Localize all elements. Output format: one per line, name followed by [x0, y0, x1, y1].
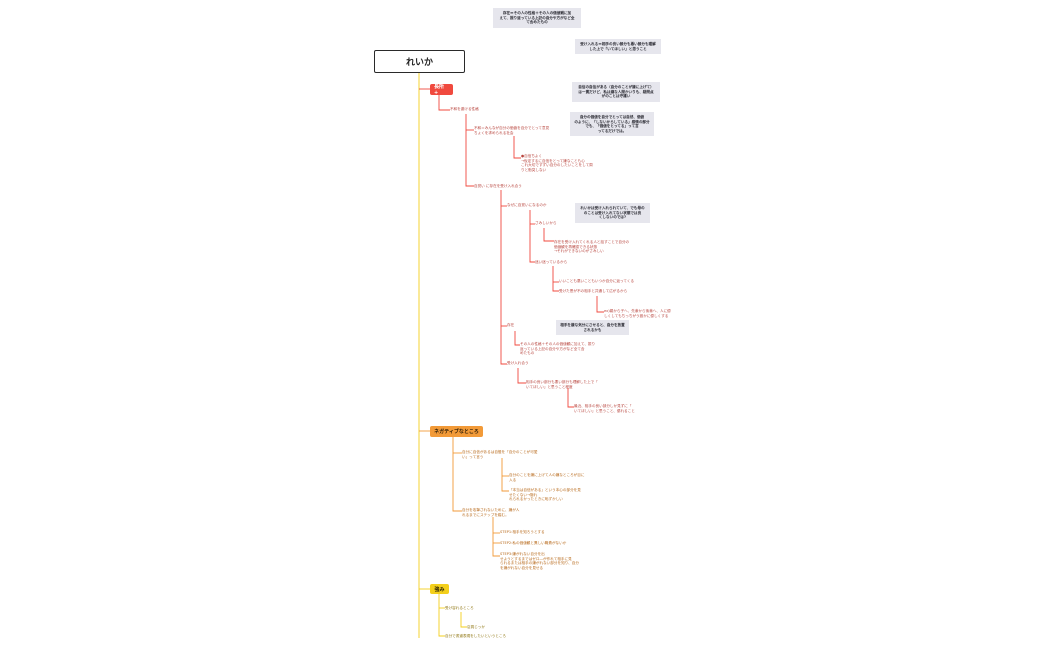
topic-node[interactable]: ●自信ちよく →仮定するに自信をとって嫌なことも心 これ大切ですずい自分のしたい… [521, 154, 593, 172]
branch-strong-points[interactable]: 強み [430, 584, 449, 594]
topic-node[interactable]: 不和＝みんなが自分の価値を自分でとって意見 ちょくを求められる社会 [474, 126, 550, 135]
topic-node[interactable]: STEP2:私の価値観と異しい職責がないか [500, 541, 567, 545]
topic-node[interactable]: 迷い迷っているから [535, 260, 568, 264]
topic-node[interactable]: 存在 [507, 323, 515, 327]
note-uncomfortable: 相手を嫌な気分にさせると、自分を放置 されるかも [556, 320, 629, 336]
topic-node[interactable]: STEP1:相手を知ろうとする [500, 530, 545, 534]
topic-node[interactable]: 店員じっか [467, 625, 485, 629]
topic-node[interactable]: 自分で書道表現をしたいというところ [445, 634, 507, 638]
branch-strengths[interactable]: 長所 + [430, 84, 453, 96]
note-confidence: 自信の自信がある（自分のことが嫌に上げて） は一貫だけど、私は嫌な人間かいりも、… [572, 82, 660, 102]
topic-node[interactable]: ex)親から子へ、先輩から後輩へ、人に優 しくしてもちっちがう誰かに優しくする [604, 309, 671, 318]
branch-negative[interactable]: ネガティブなところ [430, 426, 483, 437]
note-value: 自分の価値を自分でとっては自然、価値 のように、「しないからしている」感情の部分… [570, 112, 654, 137]
topic-node[interactable]: 自分に自信があるは自慢を「自分のことが可愛 い」って言う [462, 450, 538, 459]
topic-node[interactable]: 受けた恩が不の相手と共通して広がるから [559, 289, 628, 293]
topic-node[interactable]: 受け入れ合う [507, 361, 529, 365]
topic-node[interactable]: 自分を攻撃されないために、嫌が人 れるまでにステップを踏む。 [462, 508, 520, 517]
topic-node[interactable]: さみしいから [535, 221, 557, 225]
note-accept: 受け入れる＝相手の良い部分も悪い部分も理解 した上で「いてほしい」と思うこと [575, 39, 661, 55]
topic-node[interactable]: 最近、相手の良い部分しか見ずに「 いてほしい」と思うこと、優れること [574, 404, 635, 413]
topic-node[interactable]: 存在を受け入れてくれる人と話すことで自分の 価値観を再確認できる状態 →それがで… [554, 240, 630, 254]
topic-node[interactable]: なぜに自覚いになるのか [507, 203, 547, 207]
topic-node[interactable]: 自分のことを嫌に上げて人の嫌なところが目に 入る [509, 473, 585, 482]
topic-node[interactable]: 不和を避ける性格 [450, 107, 479, 111]
topic-node[interactable]: いいことも悪いこともいつか自分に返ってくる [559, 279, 635, 283]
note-existence: 存在＝その人の性格＋その人の価値観に加 えて、振り返っている上記の自分や方がなど… [493, 8, 581, 28]
topic-node[interactable]: STEP3:嫌がれない自分を出 せようとするまではゼロ―が作れて相手に見 られる… [500, 552, 579, 570]
topic-node[interactable]: その人の性格＋その人の価値観に加えて、振り 返っている上記の自分や方がなど全て含… [520, 342, 596, 356]
topic-node[interactable]: 受け容れるところ [445, 606, 474, 610]
root-node[interactable]: れいか [374, 50, 465, 73]
topic-node[interactable]: 相手の良い部分も悪い部分も理解した上で「 いてほしい」と思うこと程度 [526, 380, 598, 389]
topic-node[interactable]: 自覚い に存在を受け入れ合う [474, 184, 522, 188]
note-reika-accepted: れいかは受け入れられていて、でも母の のことは受け入れてない状態では良 くしない… [575, 203, 650, 223]
topic-node[interactable]: 「本当は自信がある」という本心の部分を見 せたくない→隠れ れられるかったときに… [509, 488, 581, 502]
